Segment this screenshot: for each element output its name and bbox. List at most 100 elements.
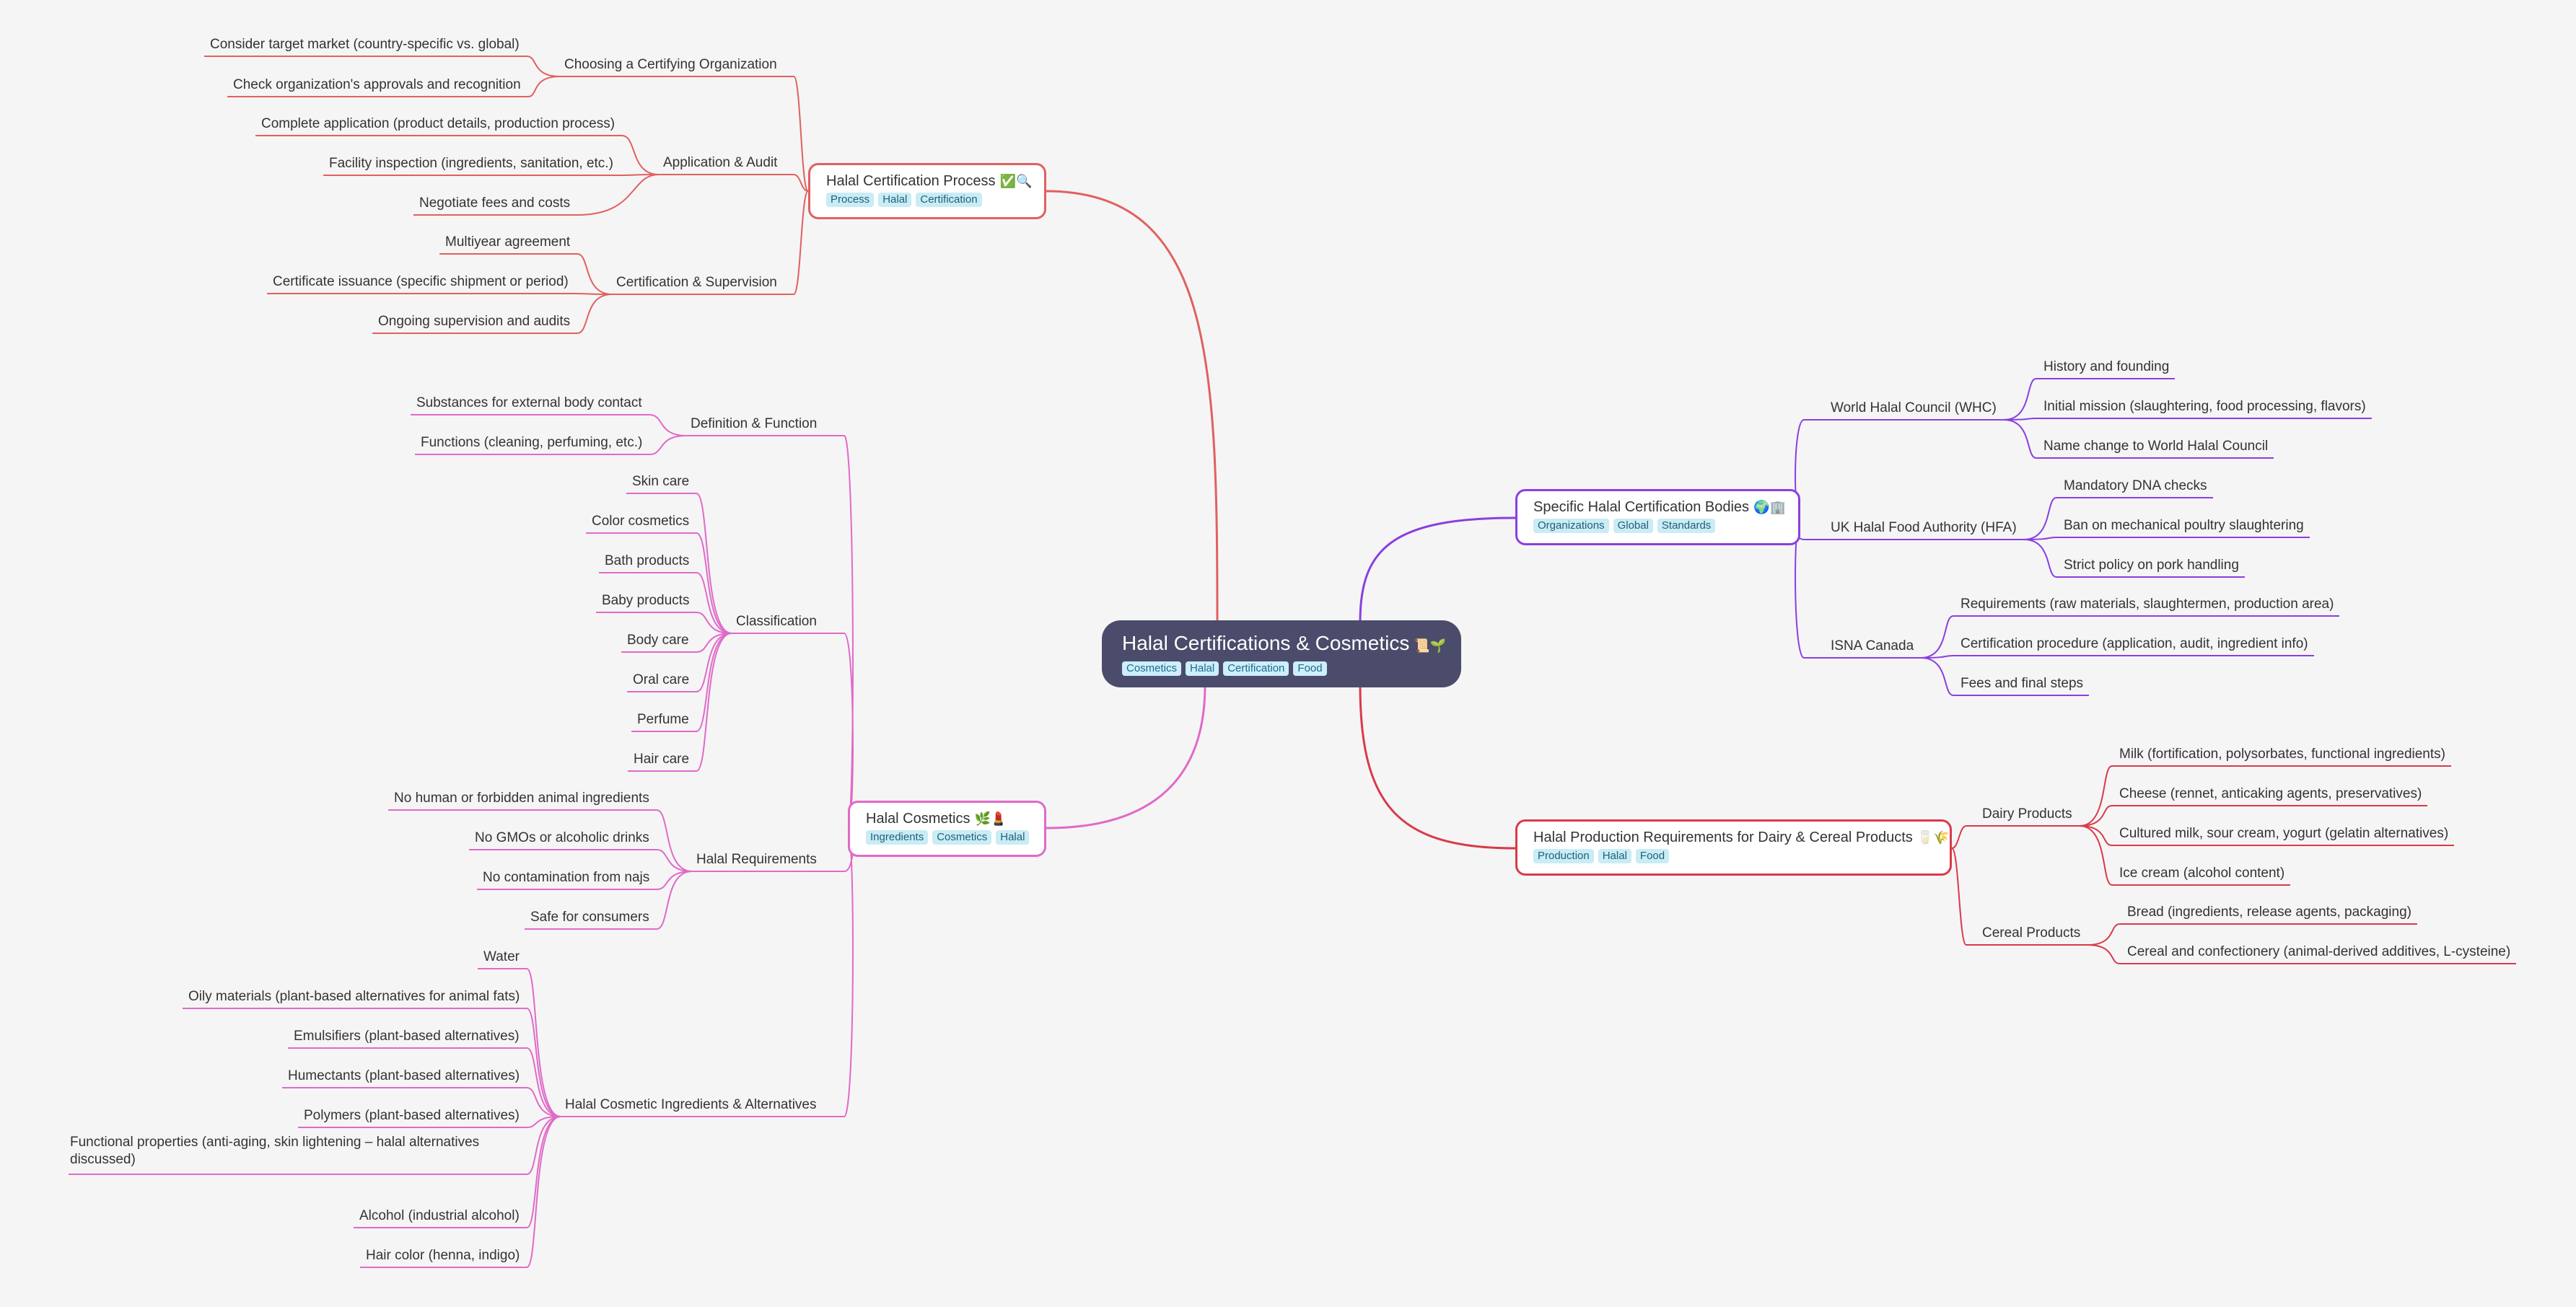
group-label[interactable]: Halal Requirements: [696, 852, 817, 867]
connector-item: [696, 633, 732, 732]
connector-item: [2087, 944, 2121, 964]
root-node[interactable]: Halal Certifications & Cosmetics 📜🌱 Cosme…: [1102, 620, 1461, 687]
list-item[interactable]: Consider target market (country-specific…: [210, 37, 520, 52]
list-item[interactable]: Negotiate fees and costs: [419, 195, 571, 211]
group-label[interactable]: Choosing a Certifying Organization: [564, 57, 777, 72]
tag: Organizations: [1533, 519, 1609, 533]
list-item[interactable]: No GMOs or alcoholic drinks: [475, 830, 649, 845]
branch-title-text: Halal Cosmetics: [866, 811, 971, 827]
list-item[interactable]: Hair color (henna, indigo): [366, 1248, 520, 1263]
list-item[interactable]: Check organization's approvals and recog…: [233, 77, 521, 92]
list-item[interactable]: Ice cream (alcohol content): [2119, 866, 2285, 881]
connector-item: [696, 612, 732, 634]
list-item[interactable]: Strict policy on pork handling: [2064, 558, 2239, 573]
branch-certification-bodies[interactable]: Specific Halal Certification Bodies🌍🏢 Or…: [1515, 489, 1800, 545]
connector-item: [526, 1116, 561, 1228]
list-item[interactable]: No human or forbidden animal ingredients: [394, 791, 649, 806]
connector-item: [526, 968, 561, 1117]
branch-dairy-cereal[interactable]: Halal Production Requirements for Dairy …: [1515, 819, 1952, 876]
list-item[interactable]: Humectants (plant-based alternatives): [288, 1068, 520, 1083]
branch-title-text: Specific Halal Certification Bodies: [1533, 499, 1750, 515]
group-label[interactable]: Halal Cosmetic Ingredients & Alternative…: [565, 1097, 817, 1112]
branch-halal-cosmetics[interactable]: Halal Cosmetics🌿💄 Ingredients Cosmetics …: [848, 801, 1046, 857]
list-item[interactable]: Requirements (raw materials, slaughterme…: [1961, 597, 2334, 612]
list-item[interactable]: Alcohol (industrial alcohol): [359, 1208, 520, 1223]
group-label[interactable]: Classification: [736, 614, 817, 629]
list-item[interactable]: Baby products: [602, 593, 690, 608]
connector-item: [2003, 378, 2037, 421]
list-item[interactable]: No contamination from najs: [483, 870, 650, 885]
connector-item: [526, 56, 561, 77]
list-item[interactable]: Oily materials (plant-based alternatives…: [188, 989, 520, 1004]
list-item[interactable]: Bread (ingredients, release agents, pack…: [2127, 905, 2411, 920]
group-label[interactable]: Application & Audit: [663, 155, 778, 170]
list-item[interactable]: Cereal and confectionery (animal-derived…: [2127, 944, 2511, 959]
list-item[interactable]: Perfume: [637, 712, 689, 727]
list-item[interactable]: Polymers (plant-based alternatives): [304, 1108, 520, 1123]
group-label[interactable]: Definition & Function: [691, 416, 818, 431]
connector-item: [1920, 657, 1954, 696]
list-item[interactable]: Fees and final steps: [1961, 676, 2084, 691]
branch-tags: Production Halal Food: [1533, 849, 1934, 863]
branch-tags: Ingredients Cosmetics Halal: [866, 830, 1030, 845]
group-label[interactable]: Dairy Products: [1982, 806, 2072, 822]
list-item[interactable]: Facility inspection (ingredients, sanita…: [329, 156, 613, 171]
list-item[interactable]: Safe for consumers: [530, 910, 649, 925]
list-item[interactable]: Name change to World Halal Council: [2043, 439, 2269, 454]
root-emoji-icon: 📜🌱: [1414, 638, 1447, 653]
group-label[interactable]: UK Halal Food Authority (HFA): [1831, 520, 2017, 535]
list-item[interactable]: Ban on mechanical poultry slaughtering: [2064, 518, 2304, 533]
list-item[interactable]: History and founding: [2043, 359, 2170, 374]
connector-item: [526, 1116, 561, 1128]
group-label[interactable]: ISNA Canada: [1831, 638, 1914, 654]
list-item[interactable]: Functions (cleaning, perfuming, etc.): [421, 435, 643, 450]
branch-tags: Process Halal Certification: [826, 193, 1028, 207]
list-item[interactable]: Initial mission (slaughtering, food proc…: [2043, 399, 2366, 414]
connector-group: [783, 76, 809, 192]
list-item[interactable]: Ongoing supervision and audits: [378, 314, 571, 329]
list-item[interactable]: Mandatory DNA checks: [2064, 478, 2207, 493]
list-item[interactable]: Cultured milk, sour cream, yogurt (gelat…: [2119, 826, 2449, 841]
list-item[interactable]: Emulsifiers (plant-based alternatives): [294, 1029, 520, 1044]
connector-item: [2023, 539, 2057, 578]
list-item[interactable]: Oral care: [633, 672, 690, 687]
branch-certification-process[interactable]: Halal Certification Process✅🔍 Process Ha…: [808, 163, 1046, 219]
connector-item: [696, 532, 732, 634]
group-label[interactable]: World Halal Council (WHC): [1831, 400, 1997, 415]
list-item[interactable]: Certificate issuance (specific shipment …: [273, 274, 569, 289]
branch-title: Halal Cosmetics🌿💄: [866, 809, 1028, 829]
list-item[interactable]: Water: [483, 949, 520, 964]
connector-item: [526, 1116, 561, 1175]
branch-title-text: Halal Certification Process: [826, 173, 996, 189]
list-item[interactable]: Milk (fortification, polysorbates, funct…: [2119, 747, 2445, 762]
branch-title: Halal Production Requirements for Dairy …: [1533, 827, 1950, 848]
tag: Certification: [916, 193, 982, 207]
connector-item: [577, 294, 613, 334]
list-item[interactable]: Hair care: [634, 752, 690, 767]
connector-item: [2079, 825, 2113, 846]
list-item[interactable]: Skin care: [632, 474, 690, 489]
list-item[interactable]: Color cosmetics: [592, 514, 690, 529]
list-item[interactable]: Certification procedure (application, au…: [1961, 636, 2308, 651]
branch-title-text: Halal Production Requirements for Dairy …: [1533, 829, 1913, 845]
group-label[interactable]: Certification & Supervision: [616, 275, 777, 290]
connector-item: [656, 871, 693, 930]
list-item[interactable]: Functional properties (anti-aging, skin …: [70, 1135, 480, 1167]
list-item[interactable]: Multiyear agreement: [445, 234, 571, 250]
list-item[interactable]: Complete application (product details, p…: [261, 116, 615, 131]
root-title-text: Halal Certifications & Cosmetics: [1122, 632, 1410, 654]
connector-group: [1951, 825, 1973, 849]
connector-item: [526, 1008, 561, 1117]
connector-group: [823, 435, 854, 829]
connector-item: [649, 414, 687, 436]
list-item[interactable]: Substances for external body contact: [416, 395, 642, 410]
tag: Cosmetics: [1122, 661, 1182, 676]
connector-item: [1920, 655, 1954, 659]
list-item[interactable]: Body care: [627, 633, 689, 648]
list-item[interactable]: Bath products: [605, 553, 690, 568]
tag: Process: [826, 193, 875, 207]
connector-item: [577, 174, 660, 216]
list-item[interactable]: Cheese (rennet, anticaking agents, prese…: [2119, 786, 2422, 801]
connector-item: [649, 435, 687, 455]
group-label[interactable]: Cereal Products: [1982, 925, 2081, 941]
